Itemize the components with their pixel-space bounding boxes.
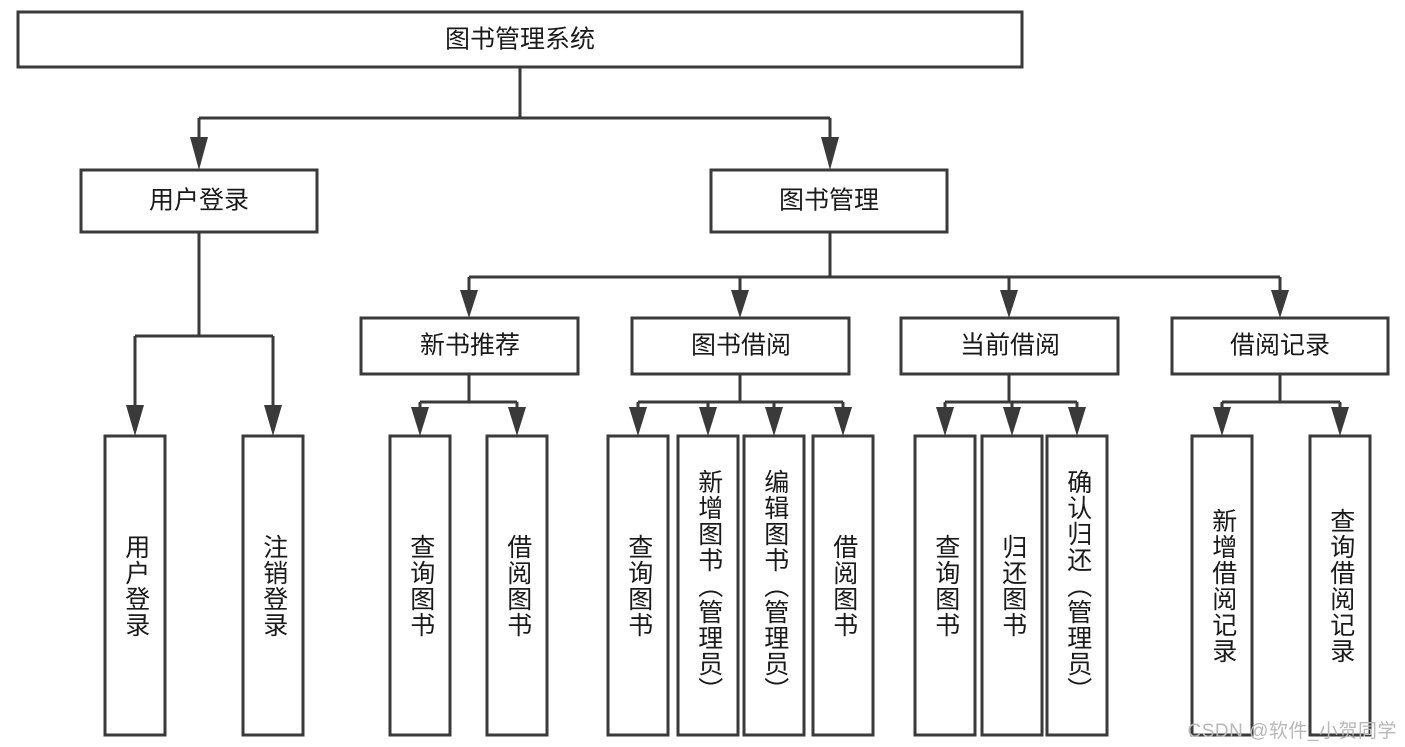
leaf-confirm-return-admin-box[interactable]	[1045, 434, 1109, 737]
node-book-borrow[interactable]: 图书借阅	[630, 316, 851, 376]
arrowhead-leaf-edit-book-admin	[765, 407, 783, 436]
node-borrow-record-box[interactable]	[1170, 316, 1390, 376]
arrowhead-leaf-query-borrow-record	[1331, 407, 1349, 436]
arrowhead-leaf-query-book-rec	[411, 407, 429, 436]
arrowhead-borrow-record	[1271, 290, 1289, 318]
node-borrow-record[interactable]: 借阅记录	[1170, 316, 1390, 376]
node-new-book-recommend-box[interactable]	[359, 316, 580, 376]
leaf-user-login-box[interactable]	[103, 434, 167, 737]
connector-group	[126, 67, 1349, 436]
leaf-query-borrow-record-box[interactable]	[1308, 434, 1372, 737]
arrowhead-book-manage	[821, 137, 839, 170]
leaf-add-book-admin-box[interactable]	[676, 434, 740, 737]
arrowhead-current-borrow	[1000, 290, 1018, 318]
arrowhead-user-login	[190, 137, 208, 170]
node-root-label: 图书管理系统	[445, 26, 595, 54]
node-book-manage-box[interactable]	[709, 168, 949, 234]
arrowhead-leaf-return-book	[1003, 407, 1021, 436]
node-book-borrow-box[interactable]	[630, 316, 851, 376]
arrowhead-leaf-query-book-current	[936, 407, 954, 436]
leaf-query-book-borrow-box[interactable]	[606, 434, 670, 737]
leaf-borrow-book-box[interactable]	[811, 434, 875, 737]
arrowhead-leaf-add-borrow-record	[1213, 407, 1231, 436]
node-current-borrow[interactable]: 当前借阅	[899, 316, 1120, 376]
arrowhead-leaf-user-login	[126, 405, 144, 436]
arrowhead-leaf-borrow-book	[834, 407, 852, 436]
arrowhead-leaf-confirm-return-admin	[1068, 407, 1086, 436]
node-user-login[interactable]: 用户登录	[79, 168, 319, 234]
arrowhead-book-borrow	[731, 290, 749, 318]
node-book-manage[interactable]: 图书管理	[709, 168, 949, 234]
leaf-return-book-box[interactable]	[980, 434, 1044, 737]
arrowhead-leaf-query-book-borrow	[629, 407, 647, 436]
node-user-login-box[interactable]	[79, 168, 319, 234]
node-current-borrow-label: 当前借阅	[960, 332, 1060, 360]
leaf-box-group	[103, 434, 1372, 737]
node-book-manage-label: 图书管理	[779, 187, 879, 215]
arrowhead-leaf-borrow-book-rec	[508, 407, 526, 436]
arrowhead-new-book-recommend	[460, 290, 478, 318]
leaf-user-logout-box[interactable]	[241, 434, 305, 737]
arrowhead-leaf-add-book-admin	[699, 407, 717, 436]
node-current-borrow-box[interactable]	[899, 316, 1120, 376]
leaf-query-book-current-box[interactable]	[913, 434, 977, 737]
csdn-watermark: CSDN @软件_小贺同学	[1187, 721, 1397, 742]
node-new-book-recommend-label: 新书推荐	[420, 332, 520, 360]
leaf-edit-book-admin-box[interactable]	[742, 434, 806, 737]
leaf-add-borrow-record-box[interactable]	[1190, 434, 1254, 737]
node-book-borrow-label: 图书借阅	[691, 332, 791, 360]
node-new-book-recommend[interactable]: 新书推荐	[359, 316, 580, 376]
node-user-login-label: 用户登录	[149, 187, 249, 215]
leaf-borrow-book-rec-box[interactable]	[485, 434, 549, 737]
arrowhead-leaf-user-logout	[264, 405, 282, 436]
node-root-box[interactable]	[16, 10, 1024, 69]
leaf-query-book-rec-box[interactable]	[388, 434, 452, 737]
node-borrow-record-label: 借阅记录	[1230, 332, 1330, 360]
node-root[interactable]: 图书管理系统	[16, 10, 1024, 69]
